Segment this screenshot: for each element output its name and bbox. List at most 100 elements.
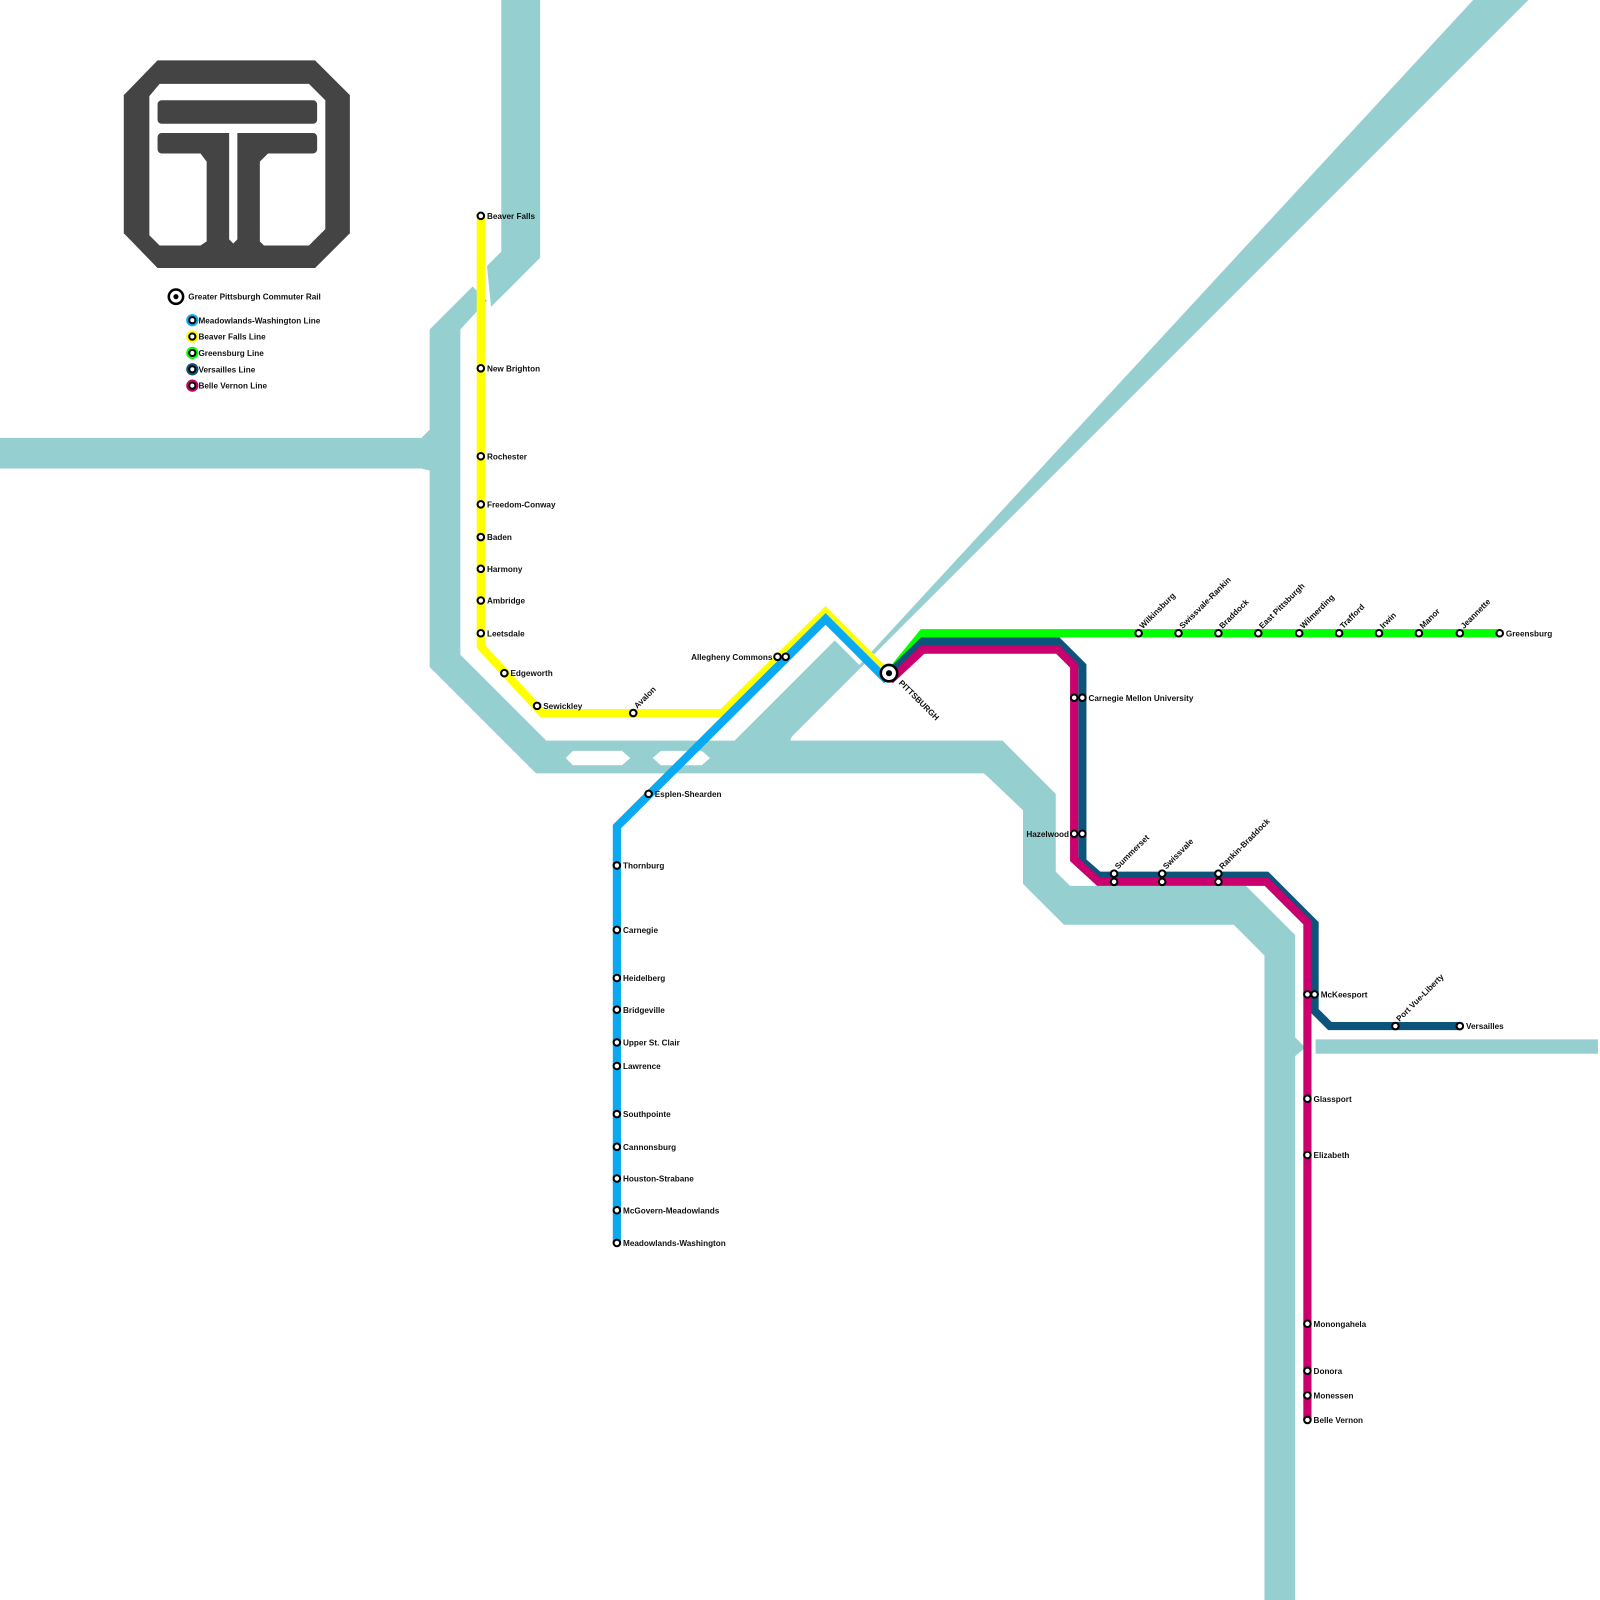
station-marker[interactable]: [1069, 693, 1079, 702]
station-marker[interactable]: [1414, 628, 1424, 638]
station-marker[interactable]: [1334, 628, 1344, 638]
station-heidelberg[interactable]: Heidelberg: [612, 973, 666, 983]
station-cannonsburg[interactable]: Cannonsburg: [612, 1142, 677, 1152]
station-marker[interactable]: [476, 532, 486, 542]
station-southpointe[interactable]: Southpointe: [612, 1109, 672, 1119]
station-marker[interactable]: [612, 1061, 622, 1071]
station-esplen-shearden[interactable]: Esplen-Shearden: [644, 789, 721, 799]
station-glassport[interactable]: Glassport: [1303, 1094, 1352, 1104]
station-marker[interactable]: [612, 973, 622, 983]
station-marker[interactable]: [773, 652, 782, 662]
line-beaver-falls[interactable]: [476, 215, 890, 718]
station-donora[interactable]: Donora: [1303, 1366, 1343, 1376]
station-marker[interactable]: [1294, 628, 1304, 638]
station-marker[interactable]: [1374, 628, 1384, 638]
station-baden[interactable]: Baden: [476, 532, 512, 542]
station-beaver-falls[interactable]: Beaver Falls: [476, 211, 536, 221]
station-marker[interactable]: [612, 1174, 622, 1183]
station-marker[interactable]: [1495, 628, 1505, 638]
station-marker[interactable]: [500, 668, 509, 678]
station-marker[interactable]: [628, 708, 638, 718]
station-marker[interactable]: [476, 363, 486, 373]
station-upper-st-clair[interactable]: Upper St. Clair: [612, 1038, 681, 1048]
station-leetsdale[interactable]: Leetsdale: [476, 628, 526, 638]
station-bridgeville[interactable]: Bridgeville: [612, 1005, 666, 1015]
station-marker[interactable]: [612, 925, 622, 935]
station-port-vue-liberty[interactable]: Port Vue-Liberty: [1391, 972, 1446, 1031]
station-new-brighton[interactable]: New Brighton: [476, 363, 541, 373]
station-harmony[interactable]: Harmony: [476, 564, 523, 574]
hub-pittsburgh[interactable]: PITTSBURGH: [879, 663, 941, 722]
station-marker[interactable]: [612, 1109, 622, 1119]
station-marker[interactable]: [644, 789, 653, 799]
station-sewickley[interactable]: Sewickley: [532, 701, 583, 711]
station-east-pittsburgh[interactable]: East Pittsburgh: [1254, 582, 1307, 638]
station-marker[interactable]: [1157, 869, 1167, 878]
station-monessen[interactable]: Monessen: [1303, 1391, 1354, 1400]
line-belle-vernon[interactable]: [887, 645, 1312, 1420]
station-marker[interactable]: [476, 628, 486, 638]
station-marker[interactable]: [1254, 628, 1263, 638]
station-marker[interactable]: [476, 564, 486, 574]
station-marker[interactable]: [1310, 990, 1319, 999]
station-marker[interactable]: [1303, 1319, 1312, 1329]
station-marker[interactable]: [1214, 869, 1223, 878]
station-label: Swissvale: [1161, 837, 1195, 871]
station-marker[interactable]: [612, 861, 622, 870]
station-greensburg[interactable]: Greensburg: [1495, 628, 1552, 638]
line-meadowlands-washington[interactable]: [612, 613, 890, 1243]
station-marker[interactable]: [612, 1005, 622, 1015]
station-marker[interactable]: [476, 500, 486, 509]
station-marker[interactable]: [476, 451, 486, 461]
station-versailles[interactable]: Versailles: [1455, 1021, 1505, 1031]
station-lawrence[interactable]: Lawrence: [612, 1061, 662, 1071]
station-marker[interactable]: [781, 652, 790, 662]
station-marker[interactable]: [612, 1038, 622, 1047]
station-marker[interactable]: [1303, 1391, 1312, 1400]
station-thornburg[interactable]: Thornburg: [612, 861, 665, 871]
station-elizabeth[interactable]: Elizabeth: [1303, 1150, 1349, 1160]
station-ambridge[interactable]: Ambridge: [476, 596, 526, 606]
station-marker[interactable]: [1157, 877, 1167, 887]
station-marker[interactable]: [612, 1238, 622, 1248]
station-marker[interactable]: [476, 596, 486, 605]
station-edgeworth[interactable]: Edgeworth: [500, 668, 553, 678]
river-youghiogheny: [1293, 1037, 1598, 1058]
station-houston-strabane[interactable]: Houston-Strabane: [612, 1174, 695, 1184]
station-marker[interactable]: [1303, 1366, 1312, 1376]
station-marker[interactable]: [1078, 829, 1087, 839]
station-marker[interactable]: [1455, 1021, 1465, 1031]
station-marker[interactable]: [612, 1142, 622, 1152]
station-marker[interactable]: [1109, 869, 1119, 878]
station-carnegie[interactable]: Carnegie: [612, 925, 659, 935]
station-mckeesport[interactable]: McKeesport: [1303, 990, 1368, 999]
station-meadowlands-washington[interactable]: Meadowlands-Washington: [612, 1238, 726, 1248]
station-marker[interactable]: [1214, 628, 1223, 638]
station-marker[interactable]: [1078, 693, 1087, 702]
station-marker[interactable]: [1303, 1150, 1312, 1160]
station-marker[interactable]: [532, 701, 542, 711]
station-marker[interactable]: [1303, 1094, 1312, 1104]
station-marker[interactable]: [1303, 990, 1312, 999]
station-monongahela[interactable]: Monongahela: [1303, 1319, 1367, 1329]
station-marker[interactable]: [1134, 628, 1143, 638]
station-marker[interactable]: [612, 1205, 622, 1215]
station-marker[interactable]: [476, 211, 486, 221]
line-versailles[interactable]: [887, 637, 1460, 1031]
station-allegheny-commons[interactable]: Allegheny Commons: [691, 652, 790, 662]
station-hazelwood[interactable]: Hazelwood: [1026, 829, 1087, 839]
station-marker[interactable]: [1109, 877, 1119, 887]
station-mcgovern-meadowlands[interactable]: McGovern-Meadowlands: [612, 1205, 720, 1215]
station-label: Baden: [487, 533, 512, 542]
station-belle-vernon[interactable]: Belle Vernon: [1303, 1415, 1363, 1425]
station-marker[interactable]: [1391, 1021, 1400, 1031]
station-marker[interactable]: [1214, 877, 1223, 887]
station-carnegie-mellon-university[interactable]: Carnegie Mellon University: [1069, 693, 1194, 703]
station-marker[interactable]: [1303, 1415, 1312, 1425]
station-freedom-conway[interactable]: Freedom-Conway: [476, 500, 556, 509]
station-rochester[interactable]: Rochester: [476, 451, 528, 461]
station-label: Monongahela: [1314, 1320, 1367, 1329]
station-marker[interactable]: [1455, 628, 1465, 638]
station-marker[interactable]: [1174, 628, 1183, 638]
station-marker[interactable]: [1069, 829, 1079, 839]
